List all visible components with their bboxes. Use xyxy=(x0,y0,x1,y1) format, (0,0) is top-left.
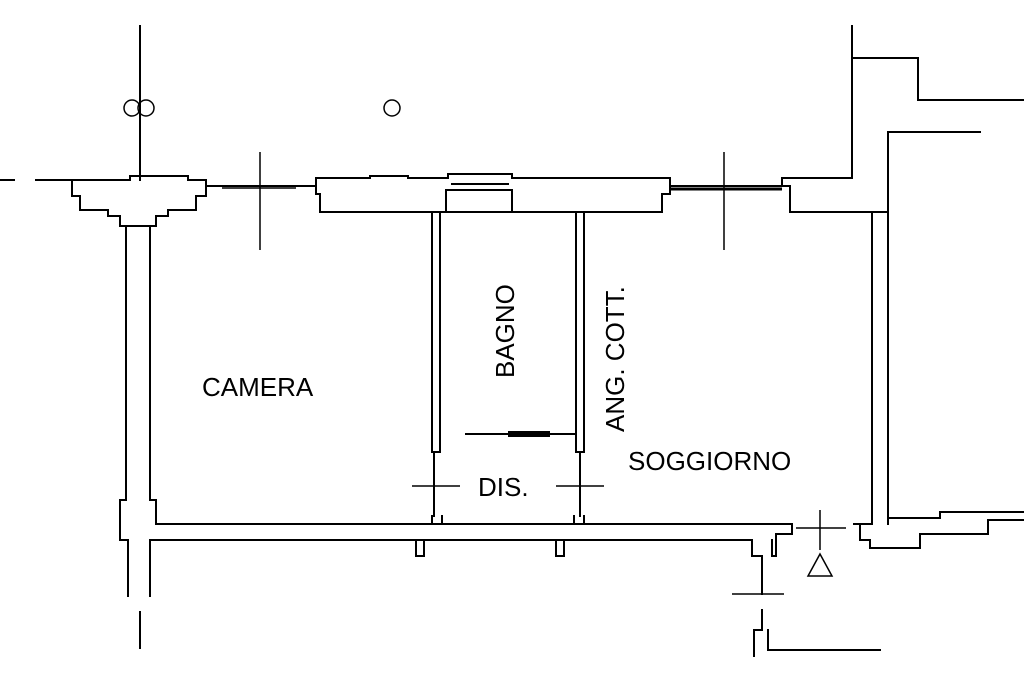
left-wall xyxy=(119,25,159,649)
room-label-camera: CAMERA xyxy=(202,372,314,402)
bathroom-walls xyxy=(431,211,585,525)
room-label-dis: DIS. xyxy=(478,472,529,502)
triangle-icon xyxy=(806,552,834,577)
double-circle-icon xyxy=(123,99,155,117)
room-label-bagno: BAGNO xyxy=(490,284,520,378)
circle-icon xyxy=(383,99,401,117)
corridor-wall xyxy=(157,523,881,657)
right-wall xyxy=(853,211,1024,549)
room-label-soggiorno: SOGGIORNO xyxy=(628,446,791,476)
exterior-wall-top xyxy=(0,25,1024,227)
section-markers xyxy=(222,152,846,595)
room-label-ang-cott: ANG. COTT. xyxy=(600,286,630,432)
